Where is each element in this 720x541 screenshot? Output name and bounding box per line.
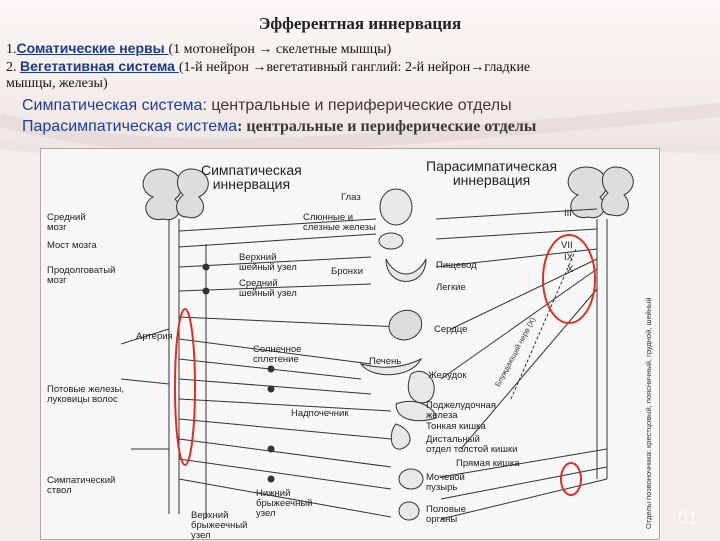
label-liver: Печень xyxy=(369,356,402,367)
highlight-cranial-nerves xyxy=(542,234,596,324)
label-small-intestine: Тонкая кишка xyxy=(426,421,486,432)
slide-title: Эфферентная иннервация xyxy=(258,14,462,33)
label-heart: Сердце xyxy=(434,324,468,335)
label-eye: Глаз xyxy=(341,192,361,203)
line-somatic: 1.Соматические нервы (1 мотонейрон → ске… xyxy=(6,40,392,57)
line-vegetative: 2. Вегетативная система (1-й нейрон →вег… xyxy=(6,58,531,75)
highlight-sympathetic-chain xyxy=(174,308,196,466)
highlight-sacral xyxy=(560,462,582,496)
diagram-drawing xyxy=(120,166,634,521)
label-stomach: Желудок xyxy=(428,370,467,381)
label-rectum: Прямая кишка xyxy=(456,458,520,469)
label-sweat-glands: Потовые железы,луковицы волос xyxy=(47,384,124,405)
link-vegetative-system[interactable]: Вегетативная система xyxy=(20,58,179,74)
sympathetic-heading: Симпатическая система: центральные и пер… xyxy=(22,97,512,114)
parasympathetic-heading: Парасимпатическая система: центральные и… xyxy=(22,118,537,135)
label-nerve-iii: III xyxy=(564,208,572,219)
label-artery: Артерия xyxy=(136,331,173,342)
label-esophagus: Пищевод xyxy=(436,260,477,271)
watermark: 01 xyxy=(678,508,699,528)
label-nerve-vii: VII xyxy=(561,240,573,251)
label-nerve-x: X xyxy=(567,264,574,275)
label-pons: Мост мозга xyxy=(47,240,97,251)
line-vegetative-cont: мышцы, железы) xyxy=(6,76,108,91)
link-somatic-nerves[interactable]: Соматические нервы xyxy=(16,40,169,56)
label-bronchi: Бронхи xyxy=(331,266,364,277)
label-spine-sections: Отделы позвоночника: крестцовый, пояснич… xyxy=(644,297,653,529)
label-nerve-ix: IX xyxy=(564,252,573,263)
label-adrenal: Надпочечник xyxy=(291,408,349,419)
label-lungs: Легкие xyxy=(436,282,466,293)
